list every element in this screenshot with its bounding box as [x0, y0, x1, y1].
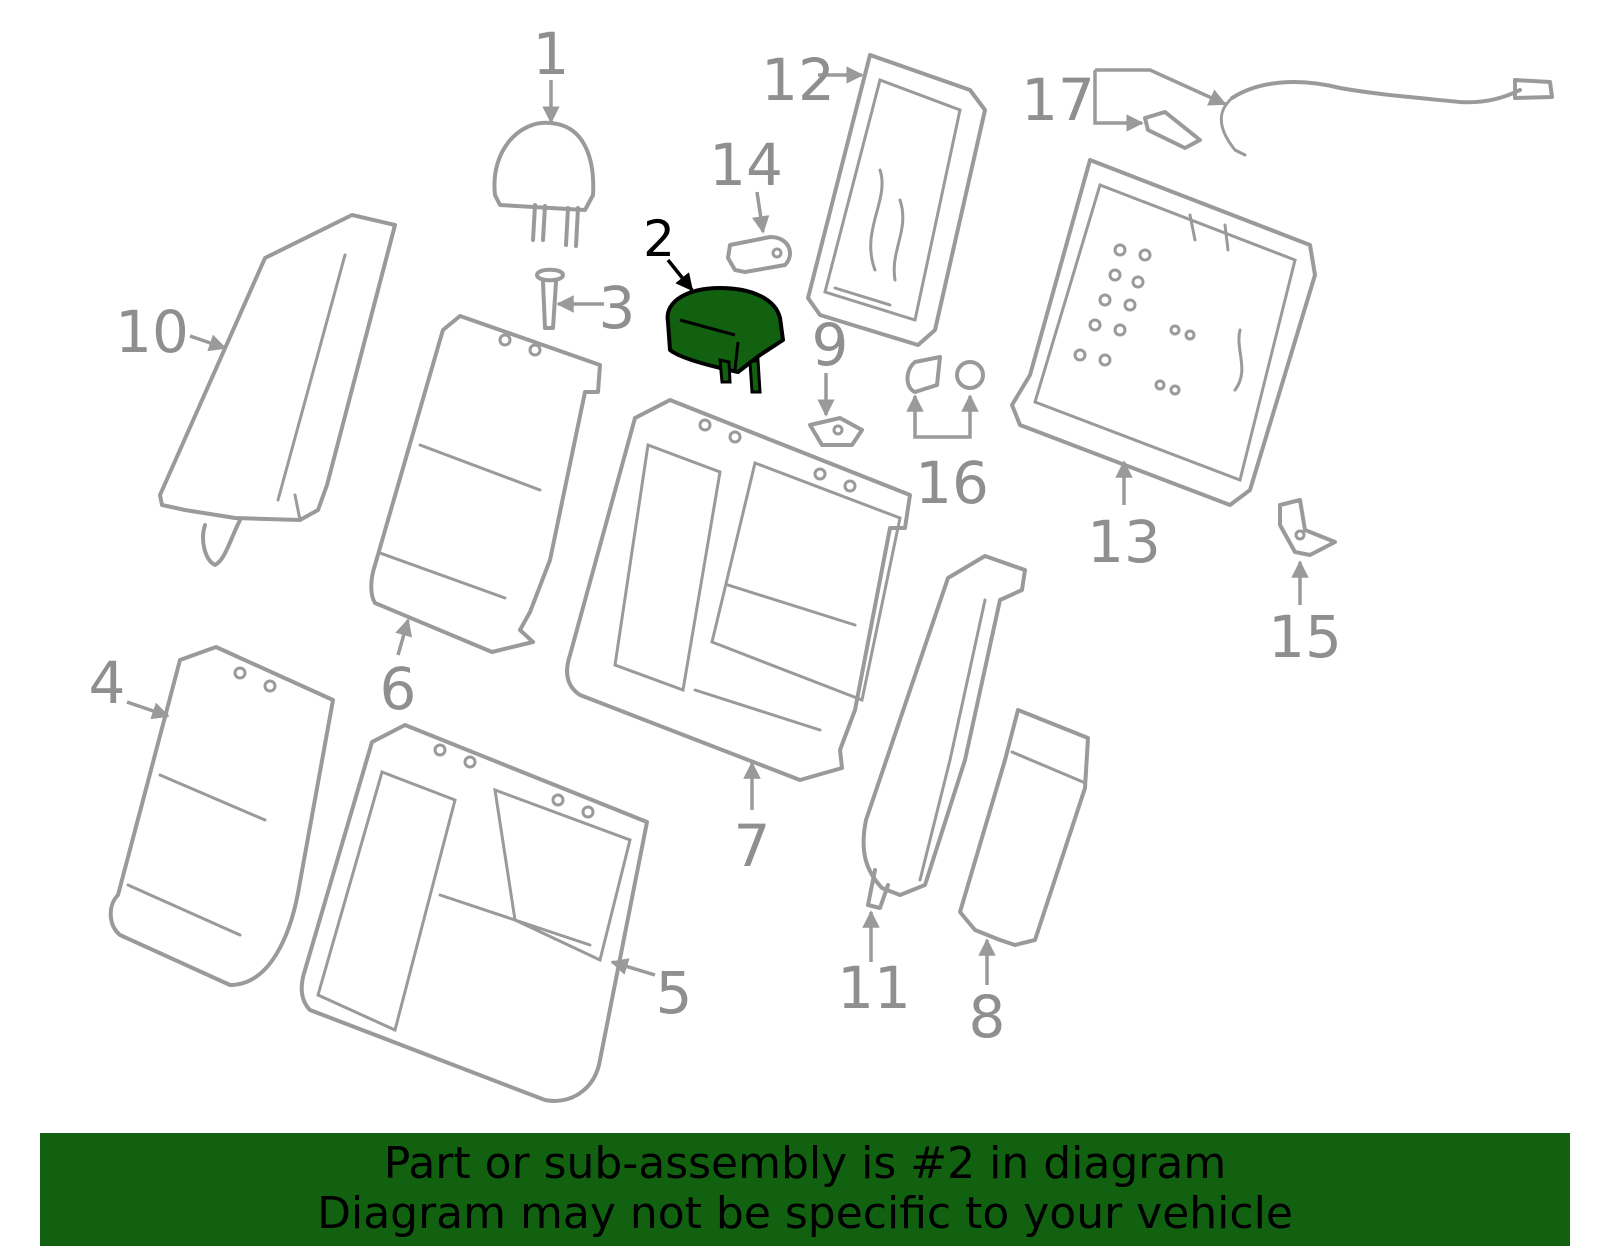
part-16-caps	[905, 355, 985, 394]
part-8-trim-panel	[958, 708, 1090, 947]
callout-5: 5	[656, 959, 693, 1027]
part-15-bracket	[1278, 498, 1337, 557]
banner-line-2: Diagram may not be specific to your vehi…	[317, 1188, 1293, 1239]
part-12-back-panel	[806, 53, 987, 347]
callout-4: 4	[89, 649, 126, 717]
callout-9: 9	[812, 311, 849, 379]
callout-10: 10	[115, 298, 189, 366]
callout-1: 1	[533, 20, 570, 88]
part-1-headrest	[492, 120, 596, 248]
callout-7: 7	[734, 812, 771, 880]
callout-3: 3	[599, 274, 636, 342]
part-11-side-bolster	[861, 554, 1027, 910]
leader-lines	[126, 66, 1309, 985]
part-17-cable	[1143, 78, 1554, 157]
callout-8: 8	[969, 983, 1006, 1051]
part-13-frame-assembly	[1010, 158, 1317, 507]
part-10-side-panel	[158, 213, 397, 567]
part-3-bolt	[535, 267, 565, 330]
part-5-cushion-frame	[299, 723, 649, 1103]
banner-line-1: Part or sub-assembly is #2 in diagram	[383, 1138, 1227, 1189]
info-banner: Part or sub-assembly is #2 in diagram Di…	[40, 1133, 1570, 1246]
part-9-clip	[808, 416, 864, 447]
part-14-bracket	[726, 235, 792, 274]
part-7-seatback-frame	[565, 398, 912, 782]
callout-16: 16	[915, 449, 989, 517]
callout-17: 17	[1021, 66, 1095, 134]
callout-14: 14	[709, 131, 783, 199]
callout-numbers: 1 2 3 4 5 6 7 8 9 10 11 12 13 14 15 16 1…	[89, 20, 1342, 1051]
callout-11: 11	[837, 954, 911, 1022]
callout-12: 12	[761, 46, 835, 114]
part-6-seatback-cover	[369, 314, 602, 654]
callout-13: 13	[1087, 508, 1161, 576]
part-2-headrest-highlighted	[665, 286, 785, 394]
part-4-cushion-cover	[108, 645, 335, 987]
callout-6: 6	[380, 655, 417, 723]
callout-15: 15	[1268, 603, 1342, 671]
callout-2: 2	[643, 210, 675, 268]
